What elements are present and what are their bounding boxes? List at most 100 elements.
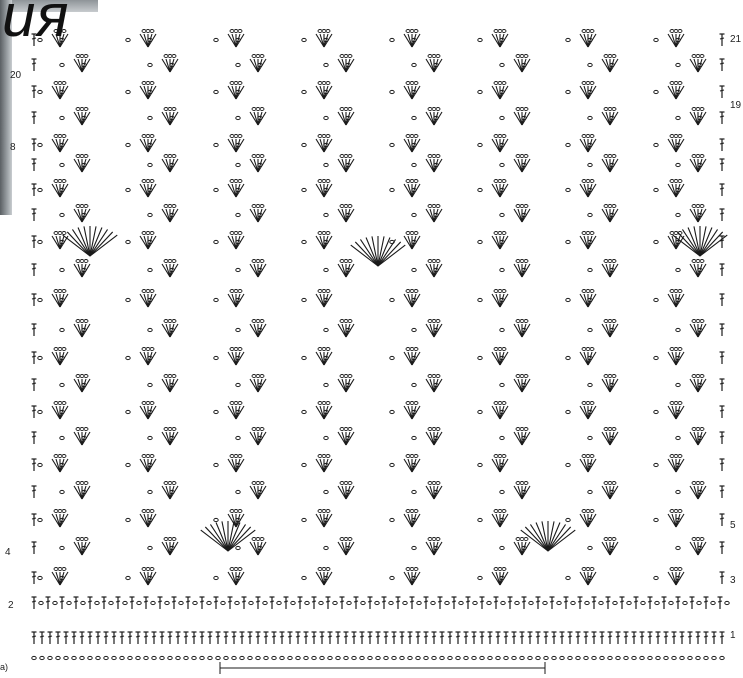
shell-chain bbox=[520, 538, 524, 541]
chain-stitch-symbol bbox=[236, 213, 240, 216]
double-crochet-symbol bbox=[296, 632, 301, 644]
shell-cluster-symbol bbox=[316, 180, 332, 198]
shell-chain bbox=[168, 260, 172, 263]
double-crochet-symbol bbox=[576, 632, 581, 644]
stitch-cross bbox=[712, 636, 716, 637]
shell-chain bbox=[58, 455, 62, 458]
shell-chain bbox=[172, 205, 176, 208]
shell-chain bbox=[678, 30, 682, 33]
shell-chain bbox=[498, 180, 502, 183]
shell-cluster-symbol bbox=[250, 428, 266, 446]
shell-stem bbox=[690, 486, 698, 499]
shell-chain bbox=[670, 290, 674, 293]
shell-stem bbox=[404, 294, 412, 307]
chain-stitch-symbol bbox=[80, 656, 84, 659]
shell-chain bbox=[692, 108, 696, 111]
shell-stem bbox=[228, 34, 236, 47]
fan-stem bbox=[355, 242, 378, 266]
chain-stitch-symbol bbox=[40, 656, 44, 659]
row-number-19: 19 bbox=[730, 100, 742, 111]
double-crochet-symbol bbox=[88, 597, 93, 609]
row-number-1: 1 bbox=[730, 630, 736, 641]
stitch-cross bbox=[410, 601, 414, 602]
shell-cluster-symbol bbox=[426, 375, 442, 393]
chain-stitch-symbol bbox=[552, 656, 556, 659]
chain-stitch-symbol bbox=[566, 90, 570, 93]
shell-chain bbox=[76, 205, 80, 208]
shell-chain bbox=[432, 375, 436, 378]
stitch-cross bbox=[624, 636, 628, 637]
stitch-cross bbox=[720, 383, 724, 384]
double-crochet-symbol bbox=[480, 632, 485, 644]
shell-chain bbox=[414, 30, 418, 33]
shell-stem bbox=[668, 459, 676, 472]
shell-chain bbox=[604, 320, 608, 323]
shell-chain bbox=[608, 538, 612, 541]
chain-stitch-symbol bbox=[566, 188, 570, 191]
shell-cluster-symbol bbox=[52, 180, 68, 198]
shell-stem bbox=[602, 209, 610, 222]
shell-chain bbox=[586, 402, 590, 405]
double-crochet-symbol bbox=[720, 632, 725, 644]
chain-stitch-symbol bbox=[302, 38, 306, 41]
chain-stitch-symbol bbox=[214, 188, 218, 191]
double-crochet-symbol bbox=[32, 294, 37, 306]
double-crochet-symbol bbox=[718, 597, 723, 609]
shell-stem bbox=[602, 59, 610, 72]
shell-stem bbox=[52, 514, 60, 527]
shell-stem bbox=[668, 352, 676, 365]
shell-chain bbox=[586, 135, 590, 138]
shell-chain bbox=[252, 538, 256, 541]
row-number-4: 4 bbox=[5, 547, 11, 558]
shell-chain bbox=[582, 290, 586, 293]
chain-stitch-symbol bbox=[543, 601, 547, 604]
chain-stitch-symbol bbox=[720, 656, 724, 659]
chain-stitch-symbol bbox=[324, 490, 328, 493]
shell-chain bbox=[62, 402, 66, 405]
stitch-cross bbox=[296, 636, 300, 637]
shell-stem bbox=[316, 236, 324, 249]
double-crochet-symbol bbox=[176, 632, 181, 644]
chain-stitch-symbol bbox=[627, 601, 631, 604]
shell-chain bbox=[326, 30, 330, 33]
shell-chain bbox=[54, 455, 58, 458]
shell-chain bbox=[502, 568, 506, 571]
stitch-cross bbox=[32, 463, 36, 464]
chain-stitch-symbol bbox=[676, 163, 680, 166]
shell-cluster-symbol bbox=[316, 30, 332, 48]
chain-stitch-symbol bbox=[302, 298, 306, 301]
shell-chain bbox=[516, 260, 520, 263]
stitch-cross bbox=[186, 601, 190, 602]
double-crochet-symbol bbox=[32, 59, 37, 71]
stitch-cross bbox=[130, 601, 134, 602]
shell-chain bbox=[260, 320, 264, 323]
stitch-cross bbox=[312, 601, 316, 602]
double-crochet-symbol bbox=[32, 432, 37, 444]
double-crochet-symbol bbox=[192, 632, 197, 644]
shell-chain bbox=[326, 82, 330, 85]
double-crochet-symbol bbox=[392, 632, 397, 644]
chain-stitch-symbol bbox=[566, 463, 570, 466]
shell-chain bbox=[406, 290, 410, 293]
double-crochet-symbol bbox=[592, 632, 597, 644]
shell-cluster-symbol bbox=[338, 375, 354, 393]
shell-stem bbox=[162, 324, 170, 337]
shell-chain bbox=[76, 375, 80, 378]
chain-stitch-symbol bbox=[302, 90, 306, 93]
stitch-cross bbox=[480, 636, 484, 637]
shell-stem bbox=[514, 486, 522, 499]
double-crochet-symbol bbox=[32, 406, 37, 418]
double-crochet-symbol bbox=[340, 597, 345, 609]
double-crochet-symbol bbox=[360, 632, 365, 644]
double-crochet-symbol bbox=[242, 597, 247, 609]
shell-cluster-symbol bbox=[514, 260, 530, 278]
shell-chain bbox=[58, 568, 62, 571]
shell-stem bbox=[580, 406, 588, 419]
chain-stitch-symbol bbox=[236, 268, 240, 271]
shell-chain bbox=[590, 568, 594, 571]
chain-stitch-symbol bbox=[500, 213, 504, 216]
chain-stitch-symbol bbox=[588, 268, 592, 271]
shell-chain bbox=[414, 348, 418, 351]
shell-chain bbox=[76, 482, 80, 485]
shell-chain bbox=[590, 510, 594, 513]
